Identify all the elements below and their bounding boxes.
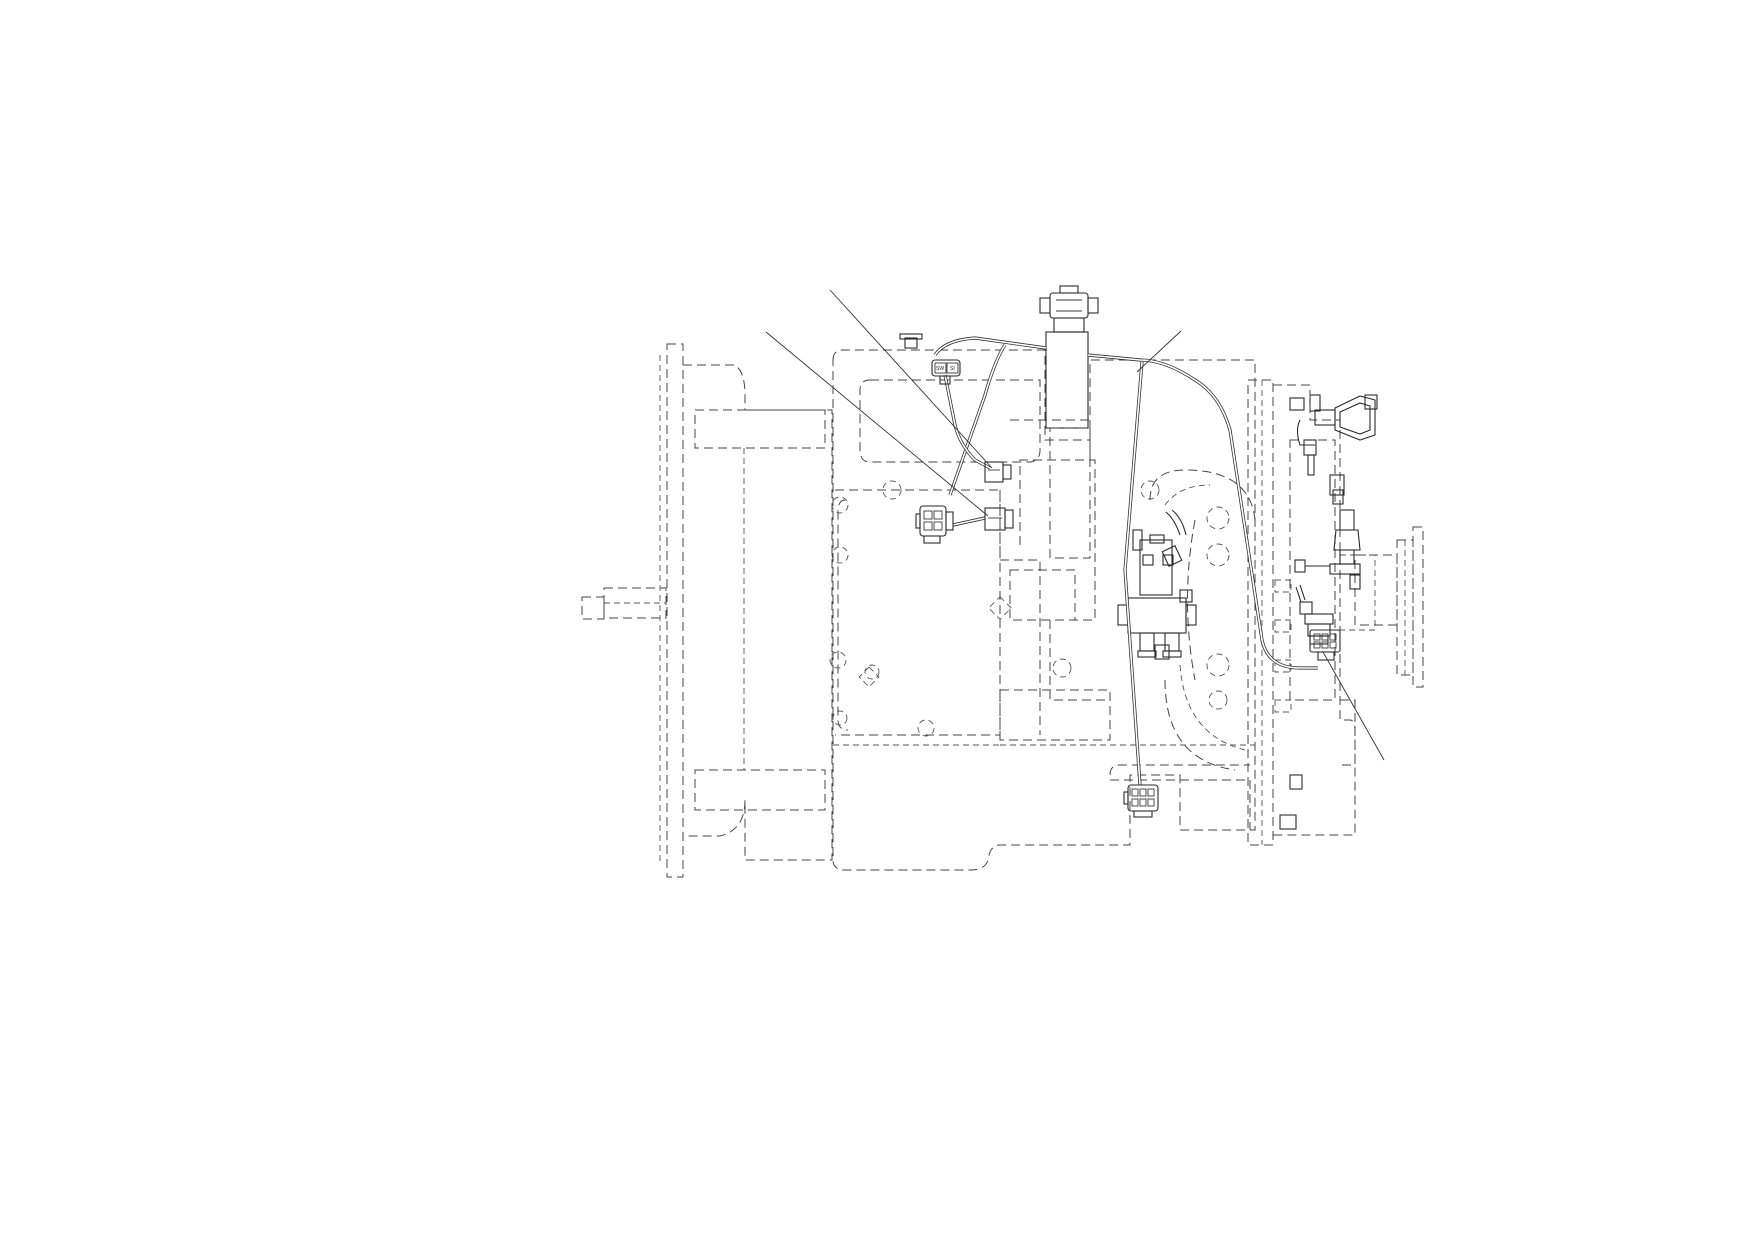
right-connector — [1309, 629, 1341, 661]
left-connector — [915, 505, 954, 544]
top-connector: SW SI — [931, 359, 961, 385]
rear-end-cap — [1247, 379, 1424, 846]
bottom-connector — [1123, 784, 1159, 818]
wiring-harness — [933, 336, 1318, 786]
leader-line-1 — [829, 289, 993, 469]
leader-line-3 — [1136, 330, 1182, 373]
pressure-sensor-fitting — [1294, 509, 1361, 645]
top-cap-fitting — [1039, 285, 1099, 333]
hex-bolts — [899, 333, 1378, 830]
solenoid-valve — [1296, 395, 1376, 496]
pump-housing — [832, 349, 1256, 871]
input-shaft — [581, 587, 667, 620]
tower-sensor-plugs — [984, 461, 1014, 531]
leader-lines — [765, 289, 1385, 761]
connector-label-sw: SW — [936, 366, 944, 372]
control-valve-block — [1117, 509, 1197, 658]
mounting-flange — [659, 343, 833, 878]
bolt-heads — [829, 480, 1230, 737]
center-tower — [1009, 331, 1110, 701]
cradle-housing — [1149, 469, 1256, 771]
connector-label-si: SI — [950, 366, 955, 372]
leader-line-4 — [1322, 651, 1385, 761]
leader-line-2 — [765, 331, 989, 517]
